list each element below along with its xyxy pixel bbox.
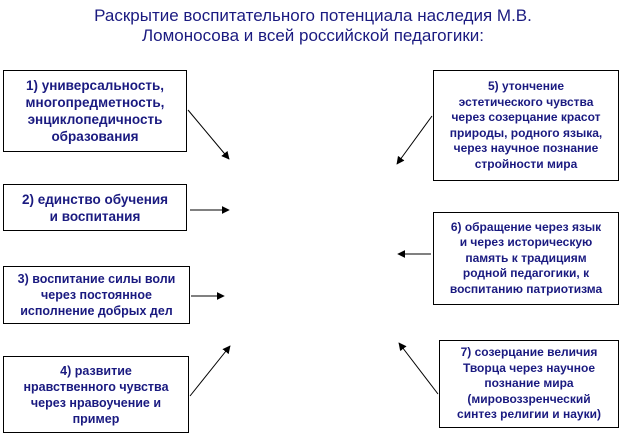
arrow-7 <box>398 342 439 395</box>
diagram-title: Раскрытие воспитательного потенциала нас… <box>0 6 626 46</box>
box-line: родной педагогики, к <box>462 266 590 281</box>
box-line: пример <box>72 411 120 426</box>
box-line: воспитанию патриотизма <box>449 281 603 296</box>
box-line: 6) обращение через язык <box>450 219 602 234</box>
box-line: через созерцание красот <box>451 110 601 124</box>
box-line: многопредметность, <box>25 95 165 110</box>
box-line: (мировоззренческий <box>467 391 591 406</box>
box-line: природы, родного языка, <box>449 125 603 140</box>
box-line: через постоянное <box>41 288 152 302</box>
box-line: 7) созерцание величия <box>460 345 598 360</box>
box-text: 2) единство обучения и воспитания <box>22 191 168 225</box>
box-line: 4) развитие <box>60 363 132 378</box>
box-line: нравственного чувства <box>23 379 169 394</box>
box-aesthetic-feeling: 5) утончение эстетического чувства через… <box>433 70 619 181</box>
box-line: 1) универсальность, <box>25 78 165 93</box>
box-line: эстетического чувства <box>458 94 594 109</box>
box-line: и через историческую <box>459 235 593 250</box>
box-unity-learning-upbringing: 2) единство обучения и воспитания <box>3 184 187 231</box>
box-line: энциклопедичность <box>27 112 163 127</box>
box-line: 5) утончение <box>487 79 565 93</box>
box-text: 6) обращение через язык и через историче… <box>450 220 602 298</box>
box-universality: 1) универсальность, многопредметность, э… <box>3 70 187 152</box>
title-line-1: Раскрытие воспитательного потенциала нас… <box>94 6 532 25</box>
box-line: 3) воспитание силы воли <box>17 272 176 286</box>
box-line: память к традициям <box>465 250 587 265</box>
box-language-tradition: 6) обращение через язык и через историче… <box>433 212 619 305</box>
box-text: 7) созерцание величия Творца через научн… <box>457 345 601 423</box>
box-line: синтез религии и науки) <box>457 407 601 422</box>
box-line: через нравоучение и <box>30 395 162 410</box>
box-line: через научное познание <box>453 141 599 155</box>
box-line: Творца через научное <box>462 360 596 375</box>
box-line: 2) единство обучения <box>21 191 169 207</box>
box-line: познание мира <box>484 376 574 391</box>
arrow-5 <box>396 115 433 165</box>
arrow-4 <box>189 345 231 397</box>
box-text: 3) воспитание силы воли через постоянное… <box>18 271 176 319</box>
title-line-2: Ломоносова и всей российской педагогики: <box>142 26 484 45</box>
arrow-1 <box>187 109 230 160</box>
box-line: образования <box>51 129 139 144</box>
box-line: стройности мира <box>474 156 578 171</box>
box-text: 4) развитие нравственного чувства через … <box>23 363 168 427</box>
box-text: 5) утончение эстетического чувства через… <box>450 79 602 172</box>
box-line: исполнение добрых дел <box>20 304 173 318</box>
box-text: 1) универсальность, многопредметность, э… <box>26 77 165 145</box>
box-willpower: 3) воспитание силы воли через постоянное… <box>3 266 190 324</box>
box-line: и воспитания <box>49 208 141 224</box>
box-moral-feeling: 4) развитие нравственного чувства через … <box>3 356 189 433</box>
box-creator-contemplation: 7) созерцание величия Творца через научн… <box>439 340 619 428</box>
